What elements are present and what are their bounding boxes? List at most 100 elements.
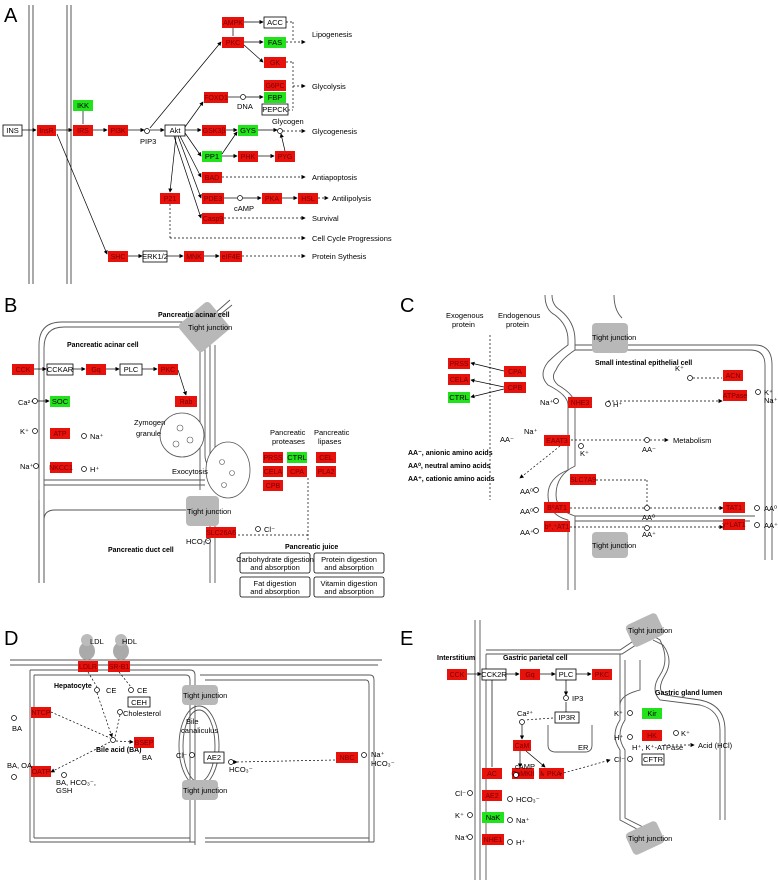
svg-text:ER: ER <box>578 743 589 752</box>
svg-text:HCO₃⁻: HCO₃⁻ <box>229 765 253 774</box>
svg-text:ACC: ACC <box>267 18 283 27</box>
svg-text:BA, HCO₃⁻,: BA, HCO₃⁻, <box>56 778 96 787</box>
svg-text:BA: BA <box>142 753 152 762</box>
svg-text:y⁺LAT1: y⁺LAT1 <box>722 522 746 529</box>
svg-text:PRSS: PRSS <box>449 361 468 368</box>
a-pde3: PDE3 <box>202 193 224 204</box>
svg-text:Rab: Rab <box>180 399 193 406</box>
svg-text:CPA: CPA <box>508 369 522 376</box>
svg-text:AA⁰: AA⁰ <box>642 513 655 522</box>
svg-text:and absorption: and absorption <box>250 587 300 596</box>
svg-text:SOC: SOC <box>52 397 69 406</box>
svg-text:FOXO1: FOXO1 <box>204 95 228 102</box>
svg-text:PHK: PHK <box>241 154 256 161</box>
a-akt: Akt <box>164 124 186 137</box>
svg-text:PKA: PKA <box>547 771 561 778</box>
svg-text:AC: AC <box>487 771 497 778</box>
a-gsk3b: GSK3β <box>202 125 226 136</box>
svg-text:AA⁰: AA⁰ <box>520 487 533 496</box>
svg-text:and absorption: and absorption <box>324 563 374 572</box>
svg-text:H⁺: H⁺ <box>613 400 622 409</box>
svg-text:CELA: CELA <box>450 377 469 384</box>
svg-text:CTRL: CTRL <box>287 453 307 462</box>
svg-text:Glycolysis: Glycolysis <box>312 82 346 91</box>
a-eif4e: eIF4E <box>220 251 242 262</box>
svg-text:HSL: HSL <box>301 196 315 203</box>
svg-text:Tight junction: Tight junction <box>188 323 232 332</box>
svg-text:Na⁺: Na⁺ <box>90 432 104 441</box>
svg-text:Cl⁻: Cl⁻ <box>455 789 466 798</box>
a-irs: IRS <box>73 125 93 136</box>
svg-text:PIP3: PIP3 <box>140 137 156 146</box>
svg-text:IRS: IRS <box>77 128 89 135</box>
svg-text:PKA: PKA <box>265 196 279 203</box>
a-mnk: MNK <box>184 251 204 262</box>
panel-a: A INS InsR IKK IRS PI3K PIP3 Akt AMPK AC… <box>2 5 392 284</box>
svg-text:H⁺: H⁺ <box>516 838 525 847</box>
svg-text:FAS: FAS <box>268 38 282 47</box>
svg-text:AA⁺: AA⁺ <box>520 528 534 537</box>
a-phk: PHK <box>238 151 258 162</box>
svg-text:GYS: GYS <box>240 126 256 135</box>
svg-text:Bile acid (BA): Bile acid (BA) <box>96 747 142 754</box>
svg-text:Tight junction: Tight junction <box>628 626 672 635</box>
svg-text:K⁺: K⁺ <box>675 364 684 373</box>
panel-d: D Tight junction Tight junction Bile can… <box>4 628 395 845</box>
svg-text:CE: CE <box>137 686 147 695</box>
svg-text:SLC26A6: SLC26A6 <box>206 530 236 537</box>
svg-text:CPB: CPB <box>508 385 523 392</box>
svg-text:Cell Cycle Progressions: Cell Cycle Progressions <box>312 234 392 243</box>
svg-text:Na⁺: Na⁺ <box>371 750 385 759</box>
svg-text:HK: HK <box>647 733 657 740</box>
svg-text:Interstitium: Interstitium <box>437 655 475 662</box>
svg-text:ACN: ACN <box>726 373 741 380</box>
svg-text:Protein Sythesis: Protein Sythesis <box>312 252 366 261</box>
svg-text:Ca²⁺: Ca²⁺ <box>18 398 34 407</box>
svg-text:H⁺: H⁺ <box>90 465 99 474</box>
svg-text:AA⁰, neutral amino acids: AA⁰, neutral amino acids <box>408 462 491 470</box>
svg-text:Zymogen: Zymogen <box>134 418 165 427</box>
svg-text:Gastric gland lumen: Gastric gland lumen <box>655 690 722 697</box>
svg-text:canaliculus: canaliculus <box>181 726 218 735</box>
svg-text:G6PC: G6PC <box>265 83 284 90</box>
panel-label-d: D <box>4 628 18 650</box>
svg-text:BA: BA <box>12 724 22 733</box>
svg-text:Na⁺: Na⁺ <box>516 816 530 825</box>
svg-text:CE: CE <box>106 686 116 695</box>
svg-text:granule: granule <box>136 429 161 438</box>
svg-text:GSK3β: GSK3β <box>203 128 226 135</box>
svg-text:CCK: CCK <box>450 672 465 679</box>
svg-text:IKK: IKK <box>77 101 89 110</box>
svg-text:AE2: AE2 <box>207 753 221 762</box>
svg-text:AA⁰: AA⁰ <box>520 507 533 516</box>
a-p21: P21 <box>160 193 180 204</box>
svg-text:NTCP: NTCP <box>31 710 50 717</box>
svg-text:PDE3: PDE3 <box>204 196 222 203</box>
svg-text:Survival: Survival <box>312 214 339 223</box>
svg-text:SLC7A9: SLC7A9 <box>570 477 596 484</box>
svg-text:Pancreatic juice: Pancreatic juice <box>285 544 338 551</box>
svg-text:Tight junction: Tight junction <box>628 834 672 843</box>
svg-text:CPB: CPB <box>266 483 281 490</box>
svg-text:Carbohydrate digestion: Carbohydrate digestion <box>236 555 314 564</box>
svg-text:NHE1: NHE1 <box>484 837 503 844</box>
svg-text:Glycogen: Glycogen <box>272 117 304 126</box>
a-acc: ACC <box>263 16 287 29</box>
svg-text:PRSS: PRSS <box>263 455 282 462</box>
svg-text:CaM: CaM <box>515 743 530 750</box>
svg-text:Pancreatic: Pancreatic <box>314 428 350 437</box>
panel-c: C Tight junction Tight junction Small in… <box>400 294 778 590</box>
svg-text:NaK: NaK <box>486 813 501 822</box>
svg-text:Na⁺: Na⁺ <box>540 398 554 407</box>
c-tight-junction-2: Tight junction <box>592 532 636 558</box>
svg-text:Cl⁻: Cl⁻ <box>264 525 275 534</box>
svg-text:eIF4E: eIF4E <box>222 254 241 261</box>
svg-text:K⁺: K⁺ <box>614 709 623 718</box>
svg-text:Pancreatic acinar cell: Pancreatic acinar cell <box>158 312 230 319</box>
svg-text:B⁰AT1: B⁰AT1 <box>547 504 567 512</box>
svg-text:PLA2: PLA2 <box>317 469 334 476</box>
panel-label-c: C <box>400 295 414 317</box>
a-gys: GYS <box>238 125 258 136</box>
svg-text:H⁺: H⁺ <box>614 733 623 742</box>
